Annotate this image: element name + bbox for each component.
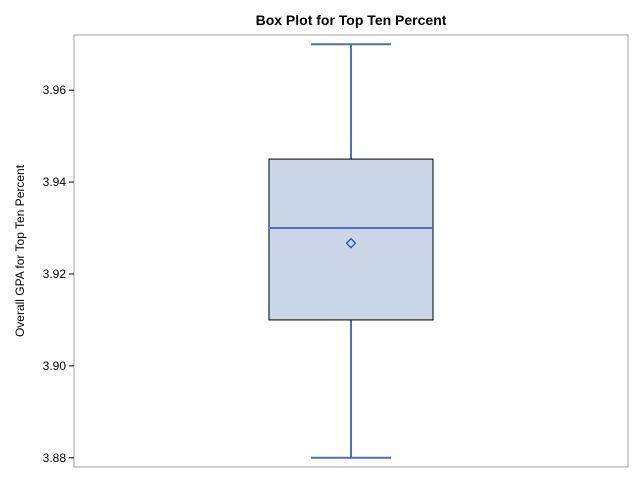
mean-marker — [345, 237, 357, 249]
y-tick-label: 3.94 — [43, 175, 67, 189]
y-axis-label: Overall GPA for Top Ten Percent — [13, 164, 27, 337]
y-tick-label: 3.88 — [43, 451, 67, 465]
y-tick-label: 3.90 — [43, 359, 67, 373]
y-tick-label: 3.96 — [43, 83, 67, 97]
chart-title: Box Plot for Top Ten Percent — [256, 12, 447, 28]
plot-area: 3.88 3.90 3.92 3.94 3.96 — [43, 34, 629, 468]
plot-frame — [73, 34, 629, 468]
y-tick-label: 3.92 — [43, 267, 67, 281]
